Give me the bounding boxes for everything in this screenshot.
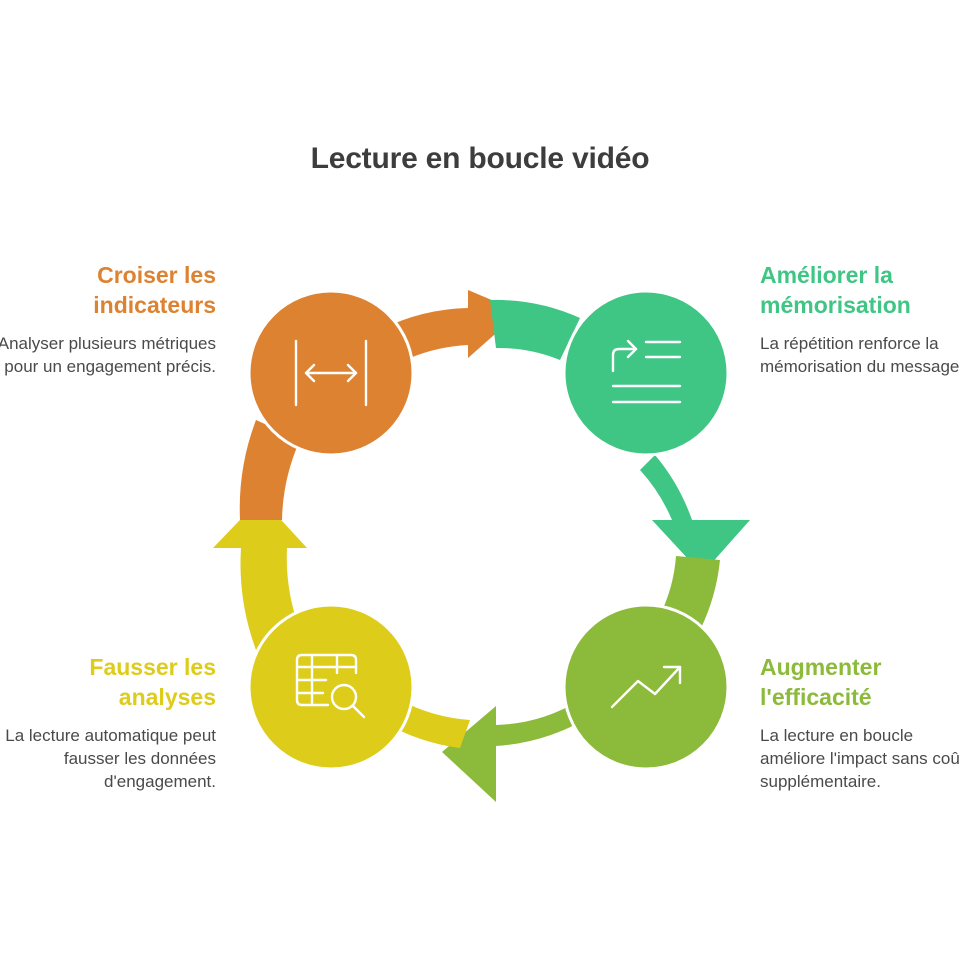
list-redo-icon	[611, 339, 682, 404]
step-description: La lecture en boucle améliore l'impact s…	[760, 726, 960, 791]
step-ameliorer: Améliorer la mémorisation La répétition …	[760, 260, 960, 378]
trend-up-icon	[610, 665, 682, 709]
step-croiser: Croiser les indicateurs Analyser plusieu…	[0, 260, 216, 378]
node-augmenter	[562, 603, 730, 771]
step-heading: Améliorer la mémorisation	[760, 262, 911, 318]
arrow-croiser-to-ameliorer	[239, 420, 300, 520]
diagram-title: Lecture en boucle vidéo	[310, 142, 650, 175]
node-fausser	[247, 603, 415, 771]
arrow-augmenter-to-fausser-head	[442, 700, 600, 802]
node-croiser	[247, 289, 415, 457]
step-augmenter: Augmenter l'efficacité La lecture en bou…	[760, 652, 960, 793]
step-description: Analyser plusieurs métriques pour un eng…	[0, 334, 216, 376]
step-heading: Fausser les analyses	[89, 654, 216, 710]
step-description: La lecture automatique peut fausser les …	[5, 726, 216, 791]
arrow-croiser-to-ameliorer-head	[380, 290, 520, 358]
step-heading: Augmenter l'efficacité	[760, 654, 882, 710]
step-description: La répétition renforce la mémorisation d…	[760, 334, 960, 376]
arrow-fausser-to-croiser	[213, 498, 307, 650]
horizontal-arrows-icon	[294, 339, 368, 407]
step-fausser: Fausser les analyses La lecture automati…	[0, 652, 216, 793]
table-search-icon	[295, 653, 366, 719]
step-heading: Croiser les indicateurs	[93, 262, 216, 318]
arrow-ameliorer-to-augmenter	[490, 299, 580, 360]
arrow-ameliorer-to-augmenter-head	[640, 455, 750, 574]
node-ameliorer	[562, 289, 730, 457]
